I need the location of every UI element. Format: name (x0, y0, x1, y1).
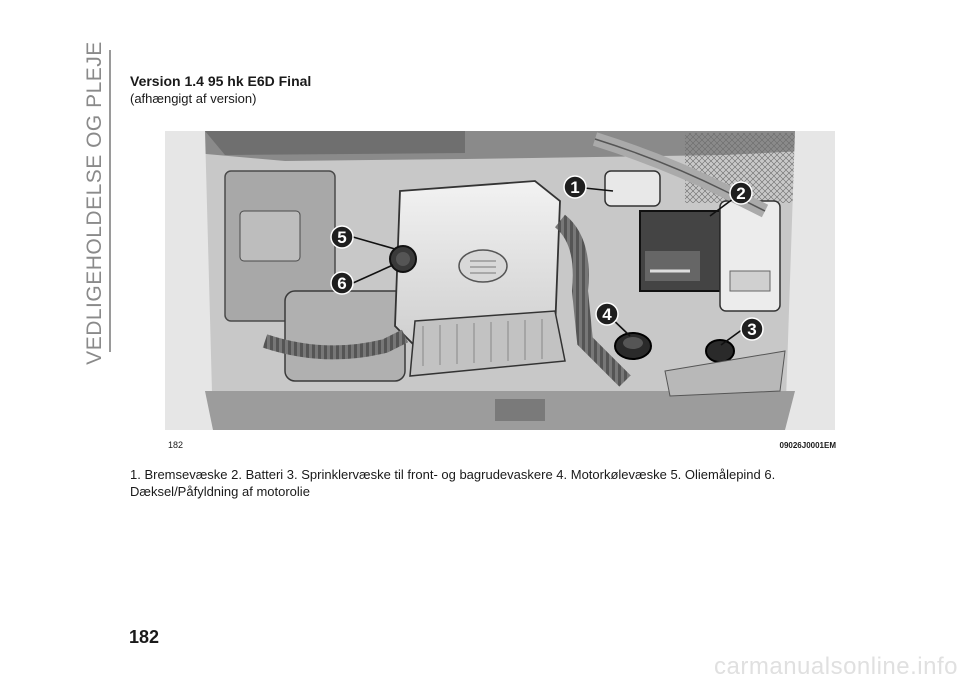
svg-text:2: 2 (736, 184, 745, 203)
callout-4: 4 (595, 302, 619, 326)
svg-text:5: 5 (337, 228, 346, 247)
brake-fluid-reservoir (604, 170, 661, 207)
figure-code: 09026J0001EM (779, 441, 837, 450)
intake-manifold (409, 310, 566, 377)
callout-6: 6 (330, 271, 354, 295)
coolant-hose (554, 214, 631, 387)
figure-caption: 1. Bremsevæske 2. Batteri 3. Sprinklervæ… (130, 467, 776, 499)
callout-3: 3 (740, 317, 764, 341)
svg-text:1: 1 (570, 178, 579, 197)
engine-bay-drawing: 1 2 3 4 5 6 (165, 131, 835, 430)
svg-text:6: 6 (337, 274, 346, 293)
washer-fluid-cap (705, 339, 735, 363)
svg-text:4: 4 (602, 305, 612, 324)
section-side-title: VEDLIGEHOLDELSE OG PLEJE (83, 40, 106, 365)
version-heading: Version 1.4 95 hk E6D Final (130, 73, 312, 89)
page-number: 182 (129, 627, 160, 647)
brand-logo-emblem (458, 249, 508, 283)
figure-number: 182 (168, 440, 184, 450)
watermark-text: carmanualsonline.info (714, 653, 958, 680)
side-rule (109, 50, 111, 352)
callout-1: 1 (563, 175, 587, 199)
left-fender (165, 131, 213, 430)
engine-bay-illustration: 1 2 3 4 5 6 (165, 131, 835, 430)
callout-2: 2 (729, 181, 753, 205)
right-fender (785, 131, 835, 430)
fuse-box-cover (719, 200, 781, 312)
svg-text:3: 3 (747, 320, 756, 339)
version-subheading: (afhængigt af version) (130, 91, 257, 106)
air-box (284, 290, 406, 382)
callout-5: 5 (330, 225, 354, 249)
